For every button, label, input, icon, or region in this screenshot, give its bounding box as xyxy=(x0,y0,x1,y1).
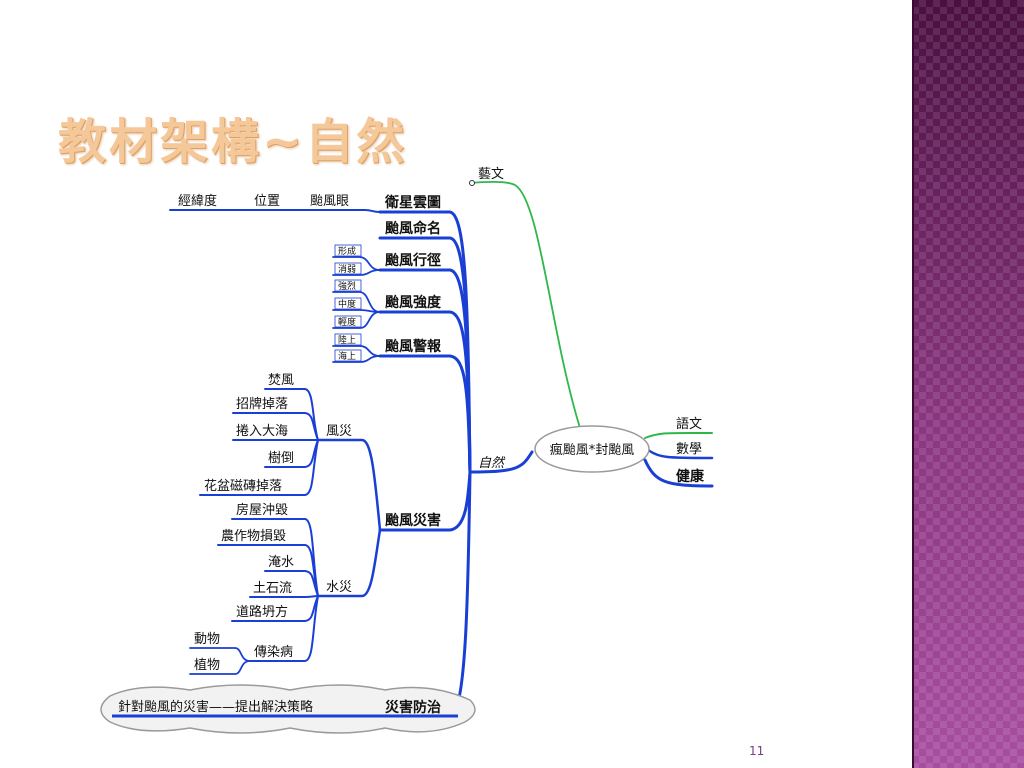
path-form-box xyxy=(334,244,362,257)
health-connector xyxy=(643,458,714,488)
prevention-cloud xyxy=(100,684,476,734)
health-label: 健康 xyxy=(676,468,705,485)
mild-label: 輕度 xyxy=(338,316,356,328)
eye-label: 颱風眼 xyxy=(310,194,349,209)
land-box xyxy=(334,333,362,346)
math-connector xyxy=(646,448,714,460)
arts-connector xyxy=(469,180,581,429)
arts-node-dot xyxy=(469,180,475,186)
position-label: 位置 xyxy=(254,194,280,209)
mild-link xyxy=(332,311,381,329)
wind-item-1: 焚風 xyxy=(268,373,294,388)
sea-label: 海上 xyxy=(338,350,356,362)
mind-map: 藝文 瘋颱風*封颱風 語文 數學 健康 自然 衛星雲圖 颱風眼 位置 經緯度 颱… xyxy=(100,167,714,734)
side-band-border xyxy=(912,0,914,768)
sea-box xyxy=(334,349,362,362)
water-item-1: 房屋沖毀 xyxy=(236,502,288,518)
land-label: 陸上 xyxy=(338,334,356,346)
water-item-3: 淹水 xyxy=(268,555,294,570)
math-label: 數學 xyxy=(676,442,702,457)
wind-item-5-link xyxy=(199,439,319,496)
water-item-4: 土石流 xyxy=(253,581,292,596)
animal-label: 動物 xyxy=(194,632,220,647)
path-label: 颱風行徑 xyxy=(385,252,441,269)
slide-title: 教材架構~自然 xyxy=(58,114,408,170)
warning-label: 颱風警報 xyxy=(385,338,442,355)
wind-link xyxy=(316,438,382,532)
chinese-connector xyxy=(644,431,713,439)
decorative-side-band xyxy=(912,0,1024,768)
water-item-5: 道路坍方 xyxy=(236,604,288,620)
plant-label: 植物 xyxy=(194,658,220,673)
prevention-note: 針對颱風的災害——提出解決策略 xyxy=(118,699,313,715)
sea-link xyxy=(332,355,381,363)
trunk-prevention xyxy=(378,470,472,718)
wind-item-3: 捲入大海 xyxy=(236,424,288,439)
latlong-label: 經緯度 xyxy=(178,193,217,209)
nature-connector xyxy=(468,450,534,474)
trunk-intensity xyxy=(378,310,472,474)
page-number: 11 xyxy=(749,744,765,758)
prevention-label: 災害防治 xyxy=(385,699,441,716)
mild-box xyxy=(334,315,362,328)
path-dissipate-box xyxy=(334,262,362,275)
path-form-label: 形成 xyxy=(338,245,356,257)
satellite-label: 衛星雲圖 xyxy=(384,194,441,211)
wind-item-5: 花盆磁磚掉落 xyxy=(204,478,282,494)
nature-label: 自然 xyxy=(478,455,506,471)
epidemic-label: 傳染病 xyxy=(254,645,293,660)
chinese-label: 語文 xyxy=(676,416,702,432)
center-label: 瘋颱風*封颱風 xyxy=(550,442,635,458)
strong-label: 強烈 xyxy=(338,280,356,292)
medium-link xyxy=(332,309,381,313)
water-link xyxy=(316,528,382,598)
path-dissipate-link xyxy=(332,269,381,276)
disaster-label: 颱風災害 xyxy=(385,512,441,529)
medium-label: 中度 xyxy=(338,298,356,310)
center-node-shape xyxy=(534,425,650,473)
plant-link xyxy=(189,660,251,675)
trunk-warning xyxy=(378,354,472,474)
wind-item-2-link xyxy=(232,412,319,441)
water-item-2: 農作物損毀 xyxy=(221,529,286,544)
satellite-eye-link xyxy=(304,209,381,213)
wind-disaster-label: 風災 xyxy=(326,424,352,439)
wind-item-4: 樹倒 xyxy=(268,451,294,466)
medium-box xyxy=(334,297,362,310)
strong-box xyxy=(334,279,362,292)
water-item-4-link xyxy=(249,595,319,598)
wind-item-2: 招牌掉落 xyxy=(236,396,288,412)
epidemic-link xyxy=(249,595,319,662)
water-disaster-label: 水災 xyxy=(326,580,352,595)
water-item-3-link xyxy=(264,570,319,597)
naming-label: 颱風命名 xyxy=(385,220,441,237)
path-dissipate-label: 消弱 xyxy=(338,263,356,275)
intensity-label: 颱風強度 xyxy=(385,294,442,311)
arts-label: 藝文 xyxy=(478,167,504,182)
